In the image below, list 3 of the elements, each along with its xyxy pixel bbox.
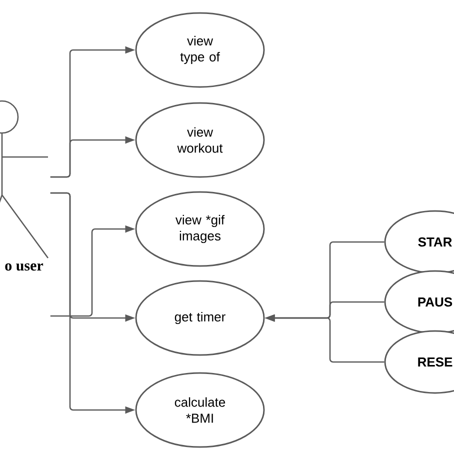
node-label: PAUS <box>418 297 452 307</box>
node-label: RESE <box>418 357 452 367</box>
actor-label: o user <box>5 263 44 271</box>
